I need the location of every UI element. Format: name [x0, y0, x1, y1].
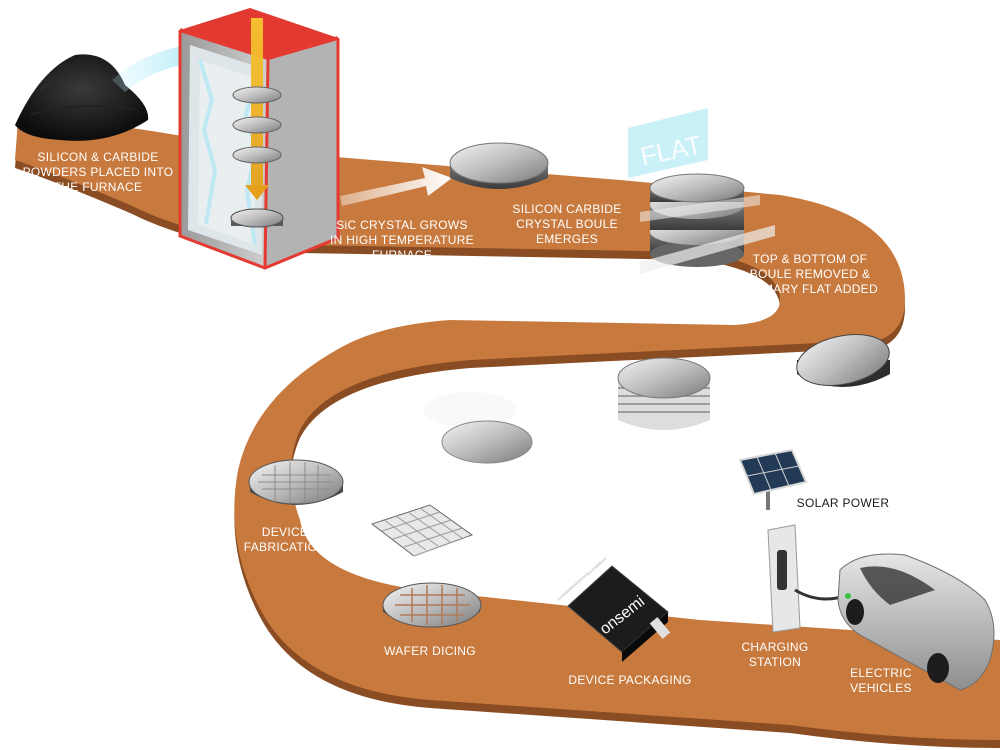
label-crystx: CRYSTX SILICON CARBIDE: [785, 392, 895, 421]
packaged-device-icon: onsemi: [557, 557, 671, 662]
powder-pile-icon: [15, 54, 149, 141]
fabricated-wafer-icon: [248, 459, 344, 505]
label-solar: SOLAR POWER: [796, 496, 890, 510]
solar-panel-icon: [738, 448, 808, 510]
label-grows: SiC CRYSTAL GROWS IN HIGH TEMPERATURE FU…: [330, 218, 474, 262]
charging-station-icon: [767, 524, 849, 633]
wafer-dicing-icon: [370, 504, 482, 628]
crystal-boule-icon: [449, 142, 549, 189]
arrow-to-boule-icon: [340, 167, 452, 206]
label-charging: CHARGING STATION: [741, 640, 809, 669]
label-powders: SILICON & CARBIDE POWDERS PLACED INTO TH…: [22, 150, 174, 194]
wafer-stack-icon: [617, 357, 711, 430]
label-fabrication: DEVICE FABRICATION: [243, 525, 327, 554]
label-epitaxy: EPITAXY: [464, 482, 516, 496]
label-slicing: WAFER SLICING: [610, 448, 710, 462]
label-dicing: WAFER DICING: [384, 644, 476, 658]
serpentine-path: [15, 120, 1000, 748]
label-flat: TOP & BOTTOM OF BOULE REMOVED & PRIMARY …: [742, 252, 878, 296]
boule-stack-icon: [640, 173, 775, 274]
flat-tag: FLAT: [628, 108, 708, 178]
crystx-wafer-icon: [796, 334, 890, 387]
electric-car-icon: [837, 553, 995, 691]
label-ev: ELECTRIC VEHICLES: [850, 666, 912, 695]
furnace-icon: [178, 8, 340, 270]
epitaxy-wafer-icon: [424, 392, 533, 464]
label-packaging: DEVICE PACKAGING: [568, 673, 692, 687]
label-boule: SILICON CARBIDE CRYSTAL BOULE EMERGES: [512, 202, 622, 246]
